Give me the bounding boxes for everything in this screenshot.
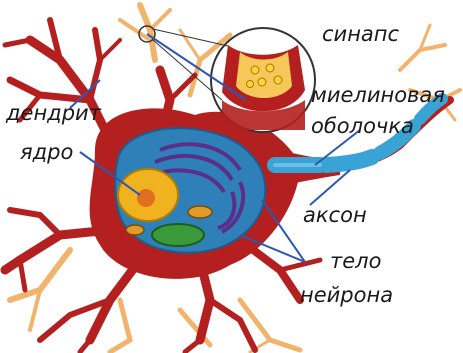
mitochondrion xyxy=(188,206,212,218)
label-cell-body-1: тело xyxy=(330,251,381,272)
label-myelin-1: миелиновая xyxy=(311,85,445,106)
label-axon: аксон xyxy=(303,205,367,226)
label-myelin-2: оболочка xyxy=(311,116,414,137)
label-dendrite: дендрит xyxy=(6,103,101,124)
golgi-apparatus xyxy=(152,224,204,246)
synapse-inset xyxy=(211,28,315,132)
label-synapse: синапс xyxy=(322,24,399,45)
label-cell-body-2: нейрона xyxy=(300,285,393,306)
label-nucleus: ядро xyxy=(20,142,73,163)
mitochondrion xyxy=(126,225,144,235)
nucleolus xyxy=(137,189,155,207)
